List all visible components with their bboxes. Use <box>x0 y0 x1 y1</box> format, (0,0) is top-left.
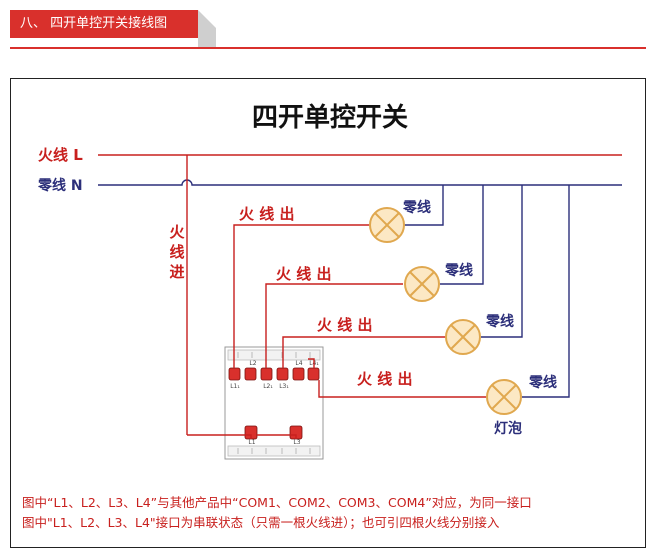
live-jumper <box>308 358 315 368</box>
live-feed-bottom <box>187 434 252 439</box>
bulb-label: 灯泡 <box>494 420 522 437</box>
neutral-label-4: 零线 <box>528 374 557 391</box>
neutral-line <box>98 179 622 186</box>
terminal-blocks <box>228 367 320 440</box>
live-out-label-2: 火 线 出 <box>276 265 331 283</box>
terminal-label-l3: L3 <box>293 439 300 446</box>
section-header: 八、 四开单控开关接线图 <box>10 10 198 38</box>
header-fold-decoration <box>198 10 216 48</box>
live-out-label-3: 火 线 出 <box>317 316 372 334</box>
note-line-2: 图中"L1、L2、L3、L4"接口为串联状态（只需一根火线进）；也可引四根火线分… <box>22 515 500 530</box>
neutral-label-3: 零线 <box>485 313 514 330</box>
neutral-wire-4 <box>522 185 570 398</box>
live-out-wire-2 <box>265 283 403 368</box>
live-out-wire-3 <box>282 336 446 368</box>
neutral-line-label: 零线 N <box>37 177 83 194</box>
neutral-wire-3 <box>481 185 523 338</box>
live-out-wire-4 <box>318 380 486 398</box>
neutral-wire-2 <box>440 185 484 285</box>
live-line-label: 火线 L <box>38 146 83 164</box>
terminal-label-l4: L4 <box>295 360 302 367</box>
live-in-char-3: 进 <box>169 263 184 281</box>
bulb-icon <box>486 379 522 415</box>
bulb-icon <box>404 266 440 302</box>
live-bridge-bottom <box>257 434 297 439</box>
terminal-label-l1-1: L1₁ <box>230 383 240 390</box>
terminal-label-l3-1: L3₁ <box>279 383 289 390</box>
bulb-icon <box>369 207 405 243</box>
live-out-wire-1 <box>233 224 370 368</box>
terminal-label-l2: L2 <box>249 360 256 367</box>
live-out-label-4: 火 线 出 <box>357 370 412 388</box>
terminal-label-l2-1: L2₁ <box>263 383 273 390</box>
diagram-title: 四开单控开关 <box>252 103 408 133</box>
diagram-frame <box>10 78 646 548</box>
header-divider <box>10 47 646 49</box>
live-in-char-1: 火 <box>169 223 185 241</box>
neutral-label-1: 零线 <box>402 199 431 216</box>
live-out-label-1: 火 线 出 <box>239 205 294 223</box>
neutral-wire-1 <box>403 185 444 226</box>
neutral-label-2: 零线 <box>444 262 473 279</box>
bulb-icon <box>445 319 481 355</box>
note-line-1: 图中“L1、L2、L3、L4”与其他产品中“COM1、COM2、COM3、COM… <box>22 495 532 510</box>
terminal-label-l1: L1 <box>248 439 255 446</box>
live-in-char-2: 线 <box>169 243 184 261</box>
